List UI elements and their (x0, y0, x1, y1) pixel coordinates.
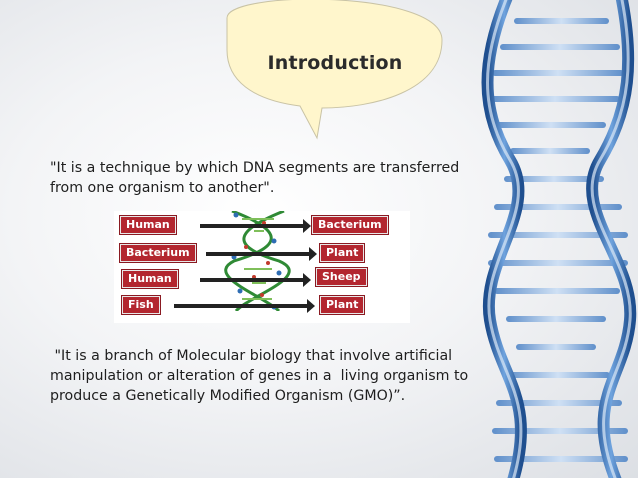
transfer-arrow-icon (174, 299, 315, 313)
source-tag-row-3: Human (122, 270, 178, 288)
target-tag-row-3: Sheep (316, 268, 367, 286)
slide-title: Introduction (267, 52, 403, 74)
transfer-arrow-icon (200, 273, 311, 287)
gene-transfer-figure: Human Bacterium Bacterium Plant Human Sh… (114, 211, 410, 323)
speech-bubble (226, 0, 443, 140)
transfer-arrow-icon (200, 219, 311, 233)
target-tag-row-4: Plant (320, 296, 365, 314)
dna-helix-image (481, 0, 637, 478)
source-tag-row-1: Human (120, 216, 176, 234)
definition-paragraph-2: "It is a branch of Molecular biology tha… (50, 346, 480, 406)
transfer-arrow-icon (206, 247, 317, 261)
source-tag-row-4: Fish (122, 296, 160, 314)
definition-paragraph-2-line-3: produce a Genetically Modified Organism … (50, 388, 406, 404)
target-tag-row-1: Bacterium (312, 216, 388, 234)
definition-paragraph-2-line-1: "It is a branch of Molecular biology tha… (50, 348, 453, 364)
source-tag-row-2: Bacterium (120, 244, 196, 262)
definition-paragraph-2-line-2: manipulation or alteration of genes in a… (50, 368, 469, 384)
definition-paragraph-1: "It is a technique by which DNA segments… (50, 160, 460, 196)
target-tag-row-2: Plant (320, 244, 365, 262)
